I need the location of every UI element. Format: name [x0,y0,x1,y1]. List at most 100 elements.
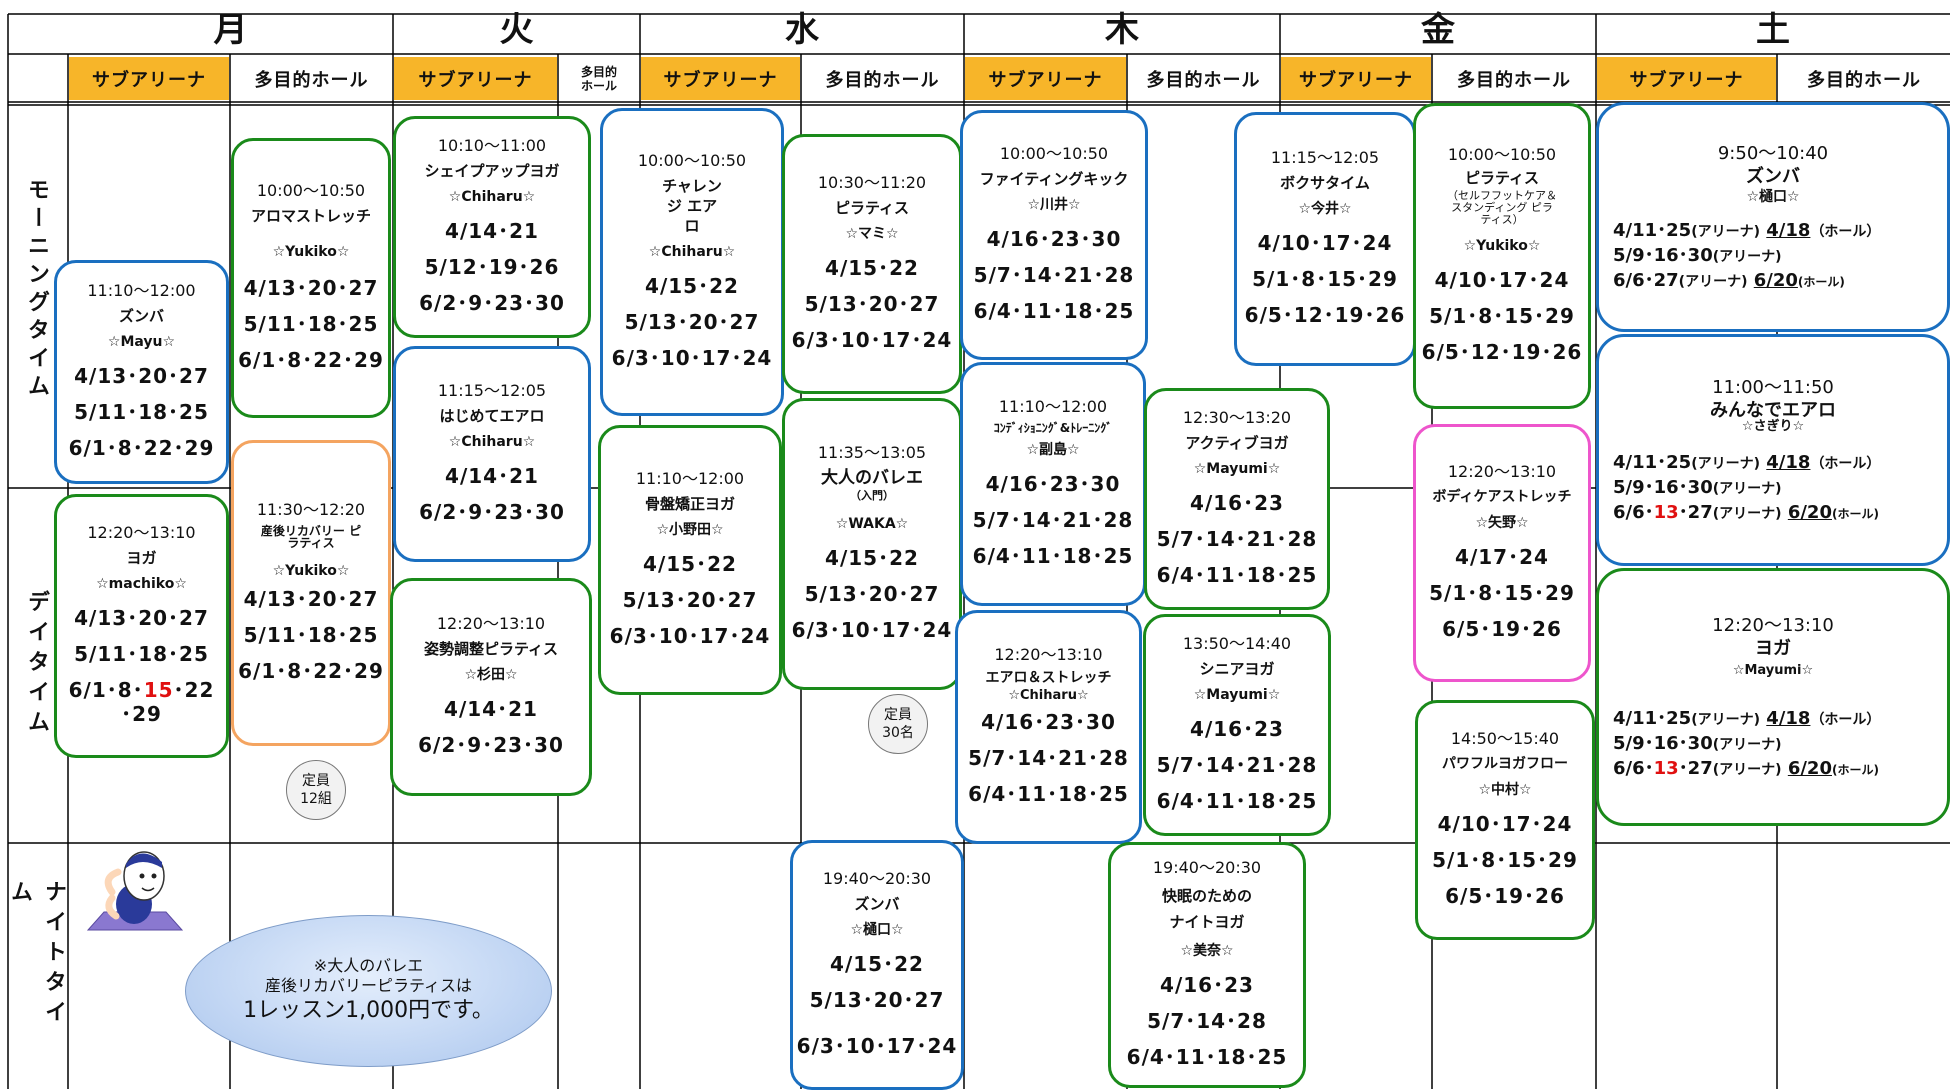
class-dates: 6/1･8･22･29 [68,436,215,460]
class-card-postnatal-pilates[interactable]: 11:30～12:20 産後リカバリー ピラティス ☆Yukiko☆ 4/13･… [231,440,391,746]
class-dates: 5/13･20･27 [809,988,945,1012]
wed-arena-header: サブアリーナ [641,57,800,100]
class-dates: 5/7･14･28 [1147,1009,1267,1033]
class-card-active-yoga[interactable]: 12:30～13:20 アクティブヨガ ☆Mayumi☆ 4/16･23 5/7… [1144,388,1330,610]
class-dates: 5/13･20･27 [624,310,760,334]
class-time: 12:20～13:10 [87,523,196,542]
class-name: ズンバ [118,307,164,325]
class-name: シニアヨガ [1199,660,1275,678]
class-dates: 4/15･22 [645,274,739,298]
class-dates: 5/11･18･25 [243,312,379,336]
class-dates: 4/14･21 [445,219,539,243]
class-instructor: ☆美奈☆ [1180,943,1234,959]
class-card-fighting-kick[interactable]: 10:00～10:50 ファイティングキック ☆川井☆ 4/16･23･30 5… [960,110,1148,360]
note-line: 産後リカバリーピラティスは [264,976,473,995]
class-card-conditioning[interactable]: 11:10～12:00 ｺﾝﾃﾞｨｼｮﾆﾝｸﾞ&ﾄﾚｰﾆﾝｸﾞ ☆副島☆ 4/1… [960,362,1146,606]
class-dates: 6/5･12･19･26 [1244,303,1406,327]
venue: (アリーナ) [1691,455,1760,472]
class-dates: 4/14･21 [444,697,538,721]
schedule-line: 4/11･25(アリーナ) 4/18（ホール） [1599,707,1947,732]
class-dates: 4/15･22 [825,546,919,570]
class-instructor: ☆中村☆ [1478,782,1532,798]
class-card-aero-stretch[interactable]: 12:20～13:10 エアロ＆ストレッチ ☆Chiharu☆ 4/16･23･… [955,610,1142,844]
schedule-line: 6/6･13･27(アリーナ) 6/20(ホール) [1599,757,1947,782]
class-card-senior-yoga[interactable]: 13:50～14:40 シニアヨガ ☆Mayumi☆ 4/16･23 5/7･1… [1143,614,1331,836]
class-card-pilates-fri[interactable]: 10:00～10:50 ピラティス （セルフフットケア＆ スタンディング ピラテ… [1413,103,1591,409]
class-instructor: ☆Mayumi☆ [1193,461,1281,477]
class-card-aroma-stretch[interactable]: 10:00～10:50 アロマストレッチ ☆Yukiko☆ 4/13･20･27… [231,138,391,418]
capacity-badge-30: 定員 30名 [868,694,928,754]
class-instructor: ☆Yukiko☆ [1463,238,1541,254]
class-name: シェイプアップヨガ [424,162,560,180]
class-card-challenge-aero[interactable]: 10:00～10:50 チャレンジ エアロ ☆Chiharu☆ 4/15･22 … [600,108,784,416]
class-dates: ･29 [121,702,162,726]
class-dates: 5/1･8･15･29 [1429,581,1575,605]
class-dates: 4/16･23･30 [986,227,1122,251]
class-card-pelvic-yoga[interactable]: 11:10～12:00 骨盤矯正ヨガ ☆小野田☆ 4/15･22 5/13･20… [598,425,782,695]
class-name: パワフルヨガフロー [1442,756,1568,772]
class-card-adult-ballet[interactable]: 11:35～13:05 大人のバレエ （入門） ☆WAKA☆ 4/15･22 5… [782,398,962,690]
class-time: 11:10～12:00 [998,397,1108,416]
class-dates: 6/5･19･26 [1442,617,1562,641]
class-time: 12:20～13:10 [1447,462,1557,481]
class-time: 9:50～10:40 [1717,142,1829,164]
class-time: 11:10～12:00 [635,469,745,488]
date-part: 5/9･16･30 [1613,476,1713,498]
fri-hall-header: 多目的ホール [1457,69,1571,91]
class-name: 骨盤矯正ヨガ [644,495,735,513]
mon-arena-header: サブアリーナ [69,57,229,100]
class-name: アクティブヨガ [1185,434,1289,452]
class-card-aero-sat[interactable]: 11:00～11:50 みんなでエアロ ☆さぎり☆ 4/11･25(アリーナ) … [1596,334,1950,566]
class-dates: 5/11･18･25 [74,400,209,424]
class-time: 14:50～15:40 [1450,729,1560,748]
class-dates: 4/13･20･27 [243,587,379,611]
class-time: 10:30～11:20 [817,173,927,192]
date-part: 5/9･16･30 [1613,732,1713,754]
class-card-boxer-time[interactable]: 11:15～12:05 ボクサタイム ☆今井☆ 4/10･17･24 5/1･8… [1234,112,1416,366]
class-time: 12:20～13:10 [1712,614,1834,636]
date-part: 6/6･ [1613,501,1654,523]
class-card-night-yoga[interactable]: 19:40～20:30 快眠のための ナイトヨガ ☆美奈☆ 4/16･23 5/… [1108,842,1306,1088]
class-dates: 4/16･23 [1190,491,1284,515]
class-instructor: ☆樋口☆ [850,922,904,938]
class-dates: 4/17･24 [1455,545,1549,569]
class-subtitle: （セルフフットケア＆ スタンディング ピラティス） [1447,189,1557,226]
class-card-yoga-mon[interactable]: 12:20～13:10 ヨガ ☆machiko☆ 4/13･20･27 5/11… [54,494,229,758]
tue-arena-header: サブアリーナ [394,57,557,100]
date-highlight: 15 [143,678,174,702]
class-card-bodycare-stretch[interactable]: 12:20～13:10 ボディケアストレッチ ☆矢野☆ 4/17･24 5/1･… [1413,424,1591,682]
class-dates: 5/12･19･26 [424,255,560,279]
class-instructor: ☆machiko☆ [96,576,187,592]
capacity-label: 定員 [302,773,330,789]
class-dates: 5/7･14･21･28 [1156,753,1318,777]
class-time: 12:30～13:20 [1182,408,1292,427]
class-card-zumba-mon[interactable]: 11:10～12:00 ズンバ ☆Mayu☆ 4/13･20･27 5/11･1… [54,260,229,484]
class-card-first-aero[interactable]: 11:15～12:05 はじめてエアロ ☆Chiharu☆ 4/14･21 6/… [393,346,591,562]
day-wednesday: 水 [785,9,819,50]
class-card-zumba-night[interactable]: 19:40～20:30 ズンバ ☆樋口☆ 4/15･22 5/13･20･27 … [790,840,964,1090]
class-time: 12:20～13:10 [994,645,1103,664]
class-dates: 6/4･11･18･25 [968,782,1129,806]
class-name: 産後リカバリー ピラティス [260,524,362,550]
schedule-line: 4/11･25(アリーナ) 4/18（ホール） [1599,451,1947,476]
class-dates: 5/7･14･21･28 [973,263,1135,287]
class-instructor: ☆Chiharu☆ [1008,688,1089,703]
class-time: 10:00～10:50 [1447,145,1557,164]
class-level: （入門） [850,489,894,502]
class-card-pilates-wed[interactable]: 10:30～11:20 ピラティス ☆マミ☆ 4/15･22 5/13･20･2… [782,134,962,394]
class-dates: 5/1･8･15･29 [1429,304,1575,328]
date-highlight: 13 [1653,757,1679,779]
class-time: 10:00～10:50 [256,181,366,200]
class-card-shapeup-yoga[interactable]: 10:10～11:00 シェイプアップヨガ ☆Chiharu☆ 4/14･21 … [393,116,591,338]
class-card-powerful-yoga[interactable]: 14:50～15:40 パワフルヨガフロー ☆中村☆ 4/10･17･24 5/… [1415,700,1595,940]
note-line: ※大人のバレエ [313,956,424,975]
class-dates: 6/3･10･17･24 [791,618,953,642]
class-time: 11:15～12:05 [1270,148,1380,167]
class-time: 12:20～13:10 [436,614,546,633]
class-card-zumba-sat[interactable]: 9:50～10:40 ズンバ ☆樋口☆ 4/11･25(アリーナ) 4/18（ホ… [1596,102,1950,332]
class-name: ファイティングキック [979,170,1129,188]
class-card-yoga-sat[interactable]: 12:20～13:10 ヨガ ☆Mayumi☆ 4/11･25(アリーナ) 4/… [1596,568,1950,826]
schedule-line: 5/9･16･30(アリーナ) [1599,732,1947,757]
venue: (アリーナ) [1712,761,1782,778]
class-card-posture-pilates[interactable]: 12:20～13:10 姿勢調整ピラティス ☆杉田☆ 4/14･21 6/2･9… [390,578,592,796]
